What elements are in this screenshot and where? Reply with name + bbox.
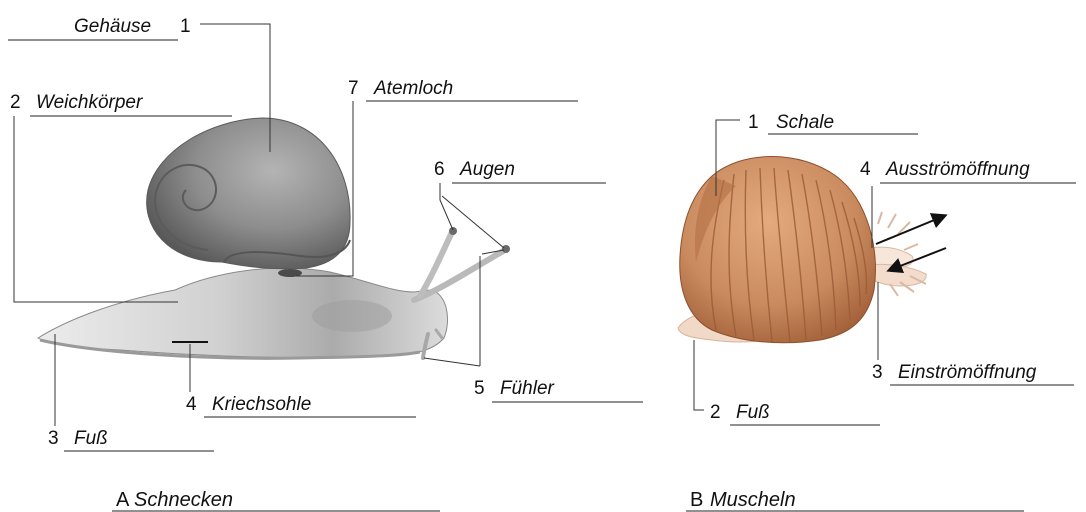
mussel-label-fuss: 2 Fuß	[694, 340, 880, 425]
label-number: 3	[48, 428, 59, 449]
caption-letter: B	[690, 489, 703, 511]
label-text: Gehäuse	[74, 16, 151, 37]
label-text: Kriechsohle	[212, 394, 311, 415]
snail-label-augen: 6 Augen	[434, 159, 606, 248]
snail-upper-tentacle-right	[414, 250, 505, 300]
outflow-arrow	[876, 216, 944, 244]
label-number: 2	[710, 402, 721, 423]
mussel-illustration	[678, 157, 946, 343]
mussel-label-ausstroemoeffnung: 4 Ausströmöffnung	[860, 159, 1076, 248]
mussel-caption: B Muscheln	[686, 489, 1024, 511]
label-number: 4	[186, 394, 197, 415]
label-text: Fuß	[74, 428, 108, 449]
label-text: Schale	[776, 112, 834, 133]
snail-caption: A Schnecken	[112, 489, 440, 511]
label-number: 4	[860, 159, 871, 180]
snail-illustration	[38, 118, 510, 358]
caption-text: Schnecken	[134, 489, 233, 511]
label-text: Weichkörper	[36, 92, 143, 113]
label-text: Fuß	[736, 402, 770, 423]
label-text: Fühler	[500, 378, 555, 399]
label-number: 5	[474, 378, 485, 399]
label-number: 6	[434, 159, 445, 180]
snail-label-fuehler: 5 Fühler	[424, 250, 643, 402]
label-text: Ausströmöffnung	[885, 159, 1030, 180]
label-number: 1	[180, 16, 191, 37]
caption-letter: A	[116, 489, 130, 511]
label-number: 3	[872, 362, 883, 383]
label-number: 2	[10, 92, 21, 113]
mussel-label-einstroemoeffnung: 3 Einströmöffnung	[872, 282, 1074, 385]
snail-shell	[147, 118, 350, 269]
caption-text: Muscheln	[710, 489, 796, 511]
label-text: Augen	[459, 159, 515, 180]
label-text: Einströmöffnung	[898, 362, 1037, 383]
label-text: Atemloch	[373, 78, 453, 99]
label-number: 1	[748, 112, 759, 133]
label-number: 7	[348, 78, 359, 99]
